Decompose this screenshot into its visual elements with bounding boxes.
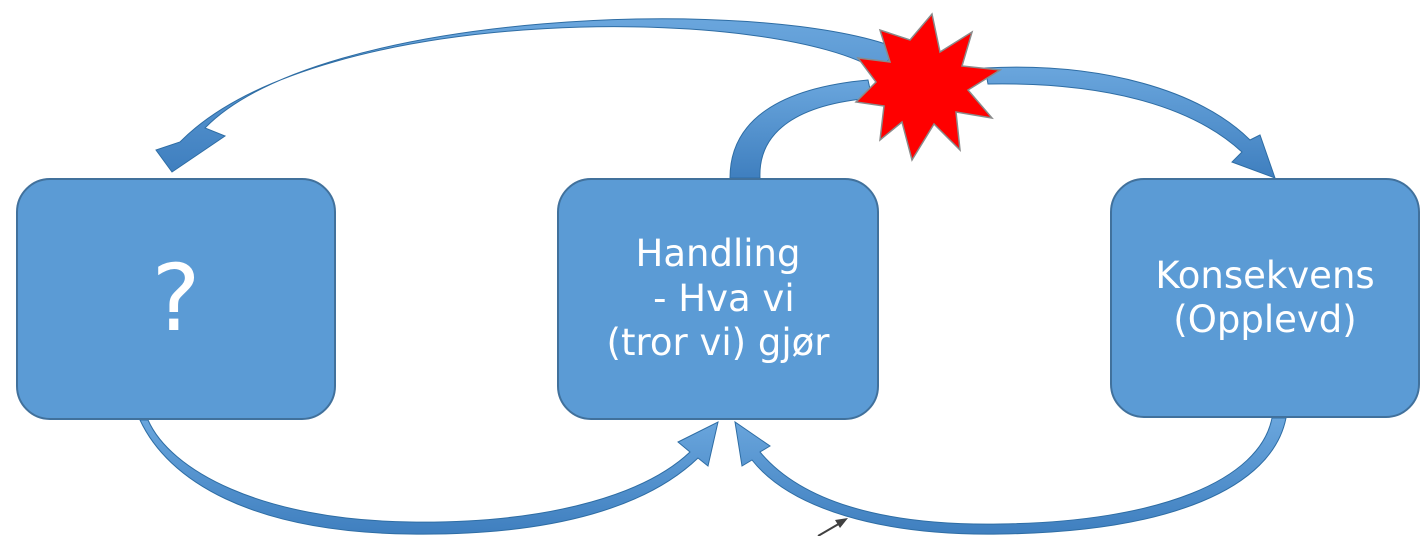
middle-to-explosion-arc xyxy=(729,79,873,179)
consequence-box: Konsekvens (Opplevd) xyxy=(1110,178,1420,418)
bottom-right-curved-arrow xyxy=(734,417,1287,535)
bottom-left-curved-arrow xyxy=(139,419,719,535)
action-subtitle-line-2: (tror vi) gjør xyxy=(606,321,830,365)
top-left-curved-arrow xyxy=(155,18,898,173)
consequence-title: Konsekvens xyxy=(1155,253,1375,297)
unknown-cause-box: ? xyxy=(16,178,336,420)
explosion-to-consequence-arrow xyxy=(984,66,1276,179)
action-box: Handling - Hva vi (tror vi) gjør xyxy=(557,178,879,420)
small-pointer-arrow-icon xyxy=(817,518,848,536)
action-title: Handling xyxy=(635,232,801,276)
consequence-subtitle: (Opplevd) xyxy=(1173,298,1357,341)
explosion-icon xyxy=(854,12,1003,162)
question-mark-label: ? xyxy=(151,244,201,352)
action-subtitle-line-1: - Hva vi xyxy=(641,276,795,320)
